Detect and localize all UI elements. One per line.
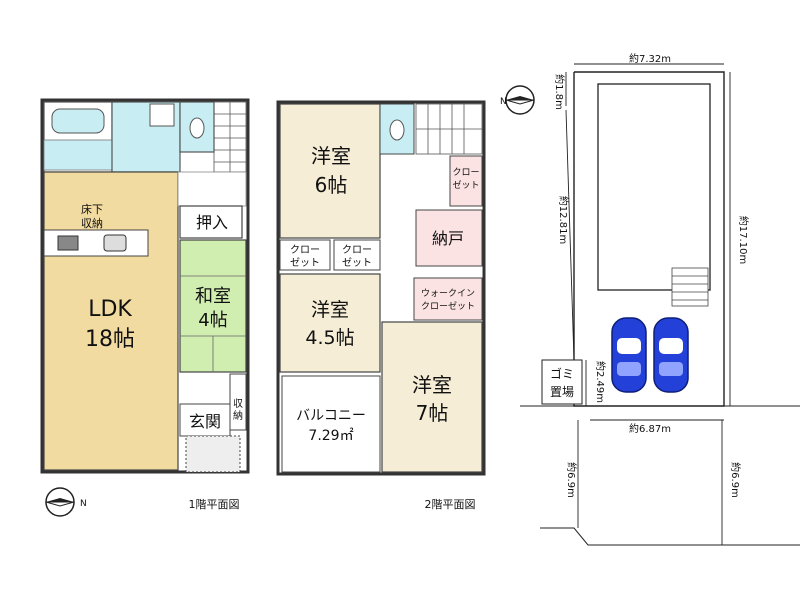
closet-a — [279, 239, 331, 271]
storage-label-1: 収 — [233, 398, 243, 410]
wic-label-2: クローゼット — [421, 300, 475, 312]
closet-a-label-2: ゼット — [290, 257, 320, 269]
svg-text:N: N — [80, 499, 87, 509]
room7-size: 7帖 — [416, 401, 449, 425]
car-icon-right — [653, 317, 689, 393]
bath-floor — [43, 139, 113, 171]
underfloor-label-1: 床下 — [81, 202, 103, 216]
nando-label: 納戸 — [432, 229, 464, 248]
closet-a-label-1: クロー — [290, 244, 320, 256]
garbage-area — [541, 359, 583, 405]
compass-icon-site: N — [500, 85, 535, 115]
house-footprint — [597, 83, 711, 291]
compass-icon-1f: N — [45, 487, 87, 517]
balcony — [281, 375, 381, 473]
room45-size: 4.5帖 — [305, 327, 354, 349]
oshiire-label: 押入 — [196, 213, 228, 232]
closet-top — [449, 155, 483, 207]
underfloor-label-2: 収納 — [81, 217, 103, 230]
room-7-jo — [381, 321, 483, 473]
car-icon-left — [611, 317, 647, 393]
toilet-icon — [189, 117, 205, 139]
room6-name: 洋室 — [311, 144, 351, 168]
ldk-size-label: 18帖 — [85, 327, 135, 352]
site-plan: ゴミ 置場 約7.32m 約1.8m 約12.81m 約17.10m 約2.49… — [520, 52, 800, 546]
site-road-left: 約6.9m — [565, 462, 578, 498]
storage-closet — [229, 373, 247, 431]
site-frontage: 約6.87m — [629, 422, 671, 435]
site-width-top: 約7.32m — [629, 52, 671, 65]
wash-basin-icon — [149, 103, 175, 127]
room45-name: 洋室 — [311, 299, 349, 321]
walk-in-closet — [413, 277, 483, 321]
site-road-right: 約6.9m — [729, 462, 742, 498]
first-floor-caption: 1階平面図 — [189, 497, 240, 511]
dimension-lines — [565, 63, 731, 545]
wic-label-1: ウォークイン — [421, 288, 475, 299]
bathtub-icon — [51, 108, 105, 134]
genkan-label: 玄関 — [189, 412, 221, 431]
closet-b-label-1: クロー — [342, 244, 372, 256]
site-setback-top: 約1.8m — [553, 74, 566, 110]
gomi-label-2: 置場 — [550, 385, 574, 399]
stove-icon — [57, 235, 79, 251]
nando-room — [415, 209, 483, 267]
site-stairs — [671, 267, 709, 307]
oshiire-closet — [179, 205, 243, 239]
storage-label-2: 納 — [233, 409, 243, 422]
site-gap: 約2.49m — [594, 361, 607, 403]
balcony-area: 7.29㎡ — [308, 428, 353, 444]
second-floor-stairs — [415, 103, 483, 155]
closet-top-label-1: クロー — [452, 167, 479, 178]
tatami-lines — [180, 275, 246, 372]
room7-name: 洋室 — [412, 373, 452, 397]
room6-size: 6帖 — [315, 173, 348, 197]
first-floor-plan: 床下 収納 LDK 18帖 押入 和室 4帖 玄関 収 納 1階平面図 — [40, 98, 250, 511]
closet-top-label-2: ゼット — [452, 179, 479, 191]
second-floor-plan: 洋室 6帖 クロー ゼット クロー ゼット クロー ゼット 納戸 ウォークイン … — [276, 100, 486, 511]
washitsu-label: 和室 — [195, 286, 231, 307]
first-floor-hall — [177, 171, 247, 207]
site-left-depth: 約12.81m — [557, 196, 570, 244]
room-4-5-jo — [279, 273, 381, 373]
second-floor-caption: 2階平面図 — [425, 497, 476, 511]
room-6-jo — [279, 103, 381, 239]
ldk-label: LDK — [88, 297, 132, 322]
sink-icon — [103, 234, 127, 252]
closet-b-label-2: ゼット — [342, 257, 372, 269]
svg-text:N: N — [500, 97, 507, 107]
gomi-label-1: ゴミ — [550, 366, 574, 381]
closet-b — [333, 239, 381, 271]
road-line-lower — [540, 527, 800, 546]
first-floor-stairs — [213, 101, 247, 173]
ldk-room — [43, 171, 179, 471]
washitsu-size-label: 4帖 — [198, 310, 227, 331]
balcony-label: バルコニー — [296, 408, 366, 424]
toilet-icon-2f — [389, 119, 405, 141]
site-total-depth: 約17.10m — [737, 216, 750, 264]
entrance-porch — [185, 435, 241, 473]
